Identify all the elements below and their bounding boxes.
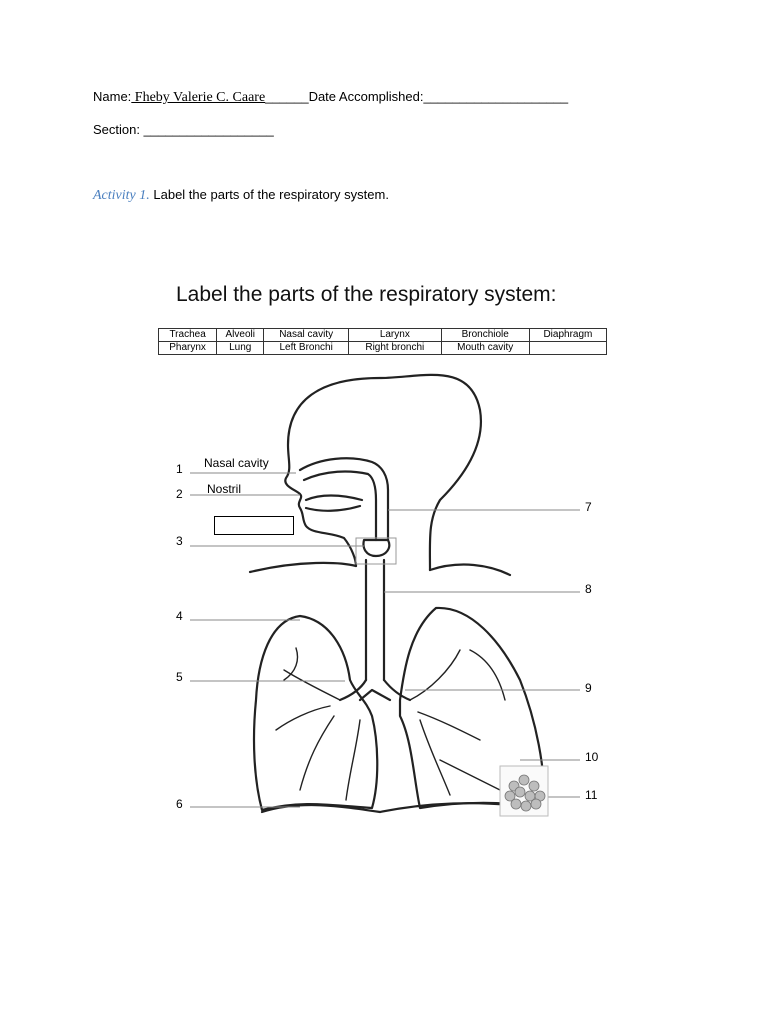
- label-number-5: 5: [176, 670, 183, 684]
- word-bank-cell: Lung: [216, 341, 265, 355]
- label-number-4: 4: [176, 609, 183, 623]
- label-number-7: 7: [585, 500, 592, 514]
- date-blank[interactable]: ____________________: [423, 89, 569, 104]
- label-number-1: 1: [176, 462, 183, 476]
- word-bank-cell: Mouth cavity: [440, 341, 530, 355]
- section-label: Section:: [93, 122, 140, 137]
- alveoli-cluster: [504, 774, 546, 812]
- activity-label: Activity 1.: [93, 188, 150, 203]
- name-blank: ______: [265, 89, 309, 104]
- nasal-passage: [298, 457, 390, 542]
- bronchioles: [275, 647, 361, 801]
- word-bank-cell: Left Bronchi: [263, 341, 350, 355]
- label-number-9: 9: [585, 681, 592, 695]
- lung-right: [398, 606, 546, 810]
- head-outline: [284, 373, 482, 572]
- larynx-inset-box: [355, 537, 397, 565]
- label-number-11: 11: [585, 788, 598, 802]
- word-bank-cell: Pharynx: [157, 341, 218, 355]
- shoulders-outline: [248, 561, 512, 577]
- label-number-2: 2: [176, 487, 183, 501]
- bronchi: [338, 678, 412, 702]
- date-label: Date Accomplished:: [308, 89, 424, 104]
- lung-left: [252, 614, 379, 812]
- larynx: [362, 538, 391, 558]
- answer-2[interactable]: Nostril: [207, 482, 242, 496]
- label-number-8: 8: [585, 582, 592, 596]
- trachea: [364, 558, 386, 682]
- answer-3-box[interactable]: [214, 516, 294, 535]
- label-number-3: 3: [176, 534, 183, 548]
- leader-lines: [190, 472, 580, 808]
- activity-line: Activity 1. Label the parts of the respi…: [93, 187, 389, 204]
- bronchioles: [409, 649, 506, 796]
- word-bank-row: Pharynx Lung Left Bronchi Right bronchi …: [157, 341, 608, 355]
- name-value[interactable]: Fheby Valerie C. Caare: [131, 90, 266, 105]
- label-number-10: 10: [585, 750, 599, 764]
- word-bank-cell: Right bronchi: [348, 341, 442, 355]
- name-line: Name: Fheby Valerie C. Caare______Date A…: [93, 89, 568, 106]
- worksheet-title: Label the parts of the respiratory syste…: [176, 283, 557, 306]
- label-number-6: 6: [176, 797, 183, 811]
- answer-1[interactable]: Nasal cavity: [204, 456, 269, 470]
- mouth-cavity: [304, 494, 364, 512]
- section-blank[interactable]: __________________: [143, 122, 274, 137]
- section-line: Section: __________________: [93, 122, 274, 137]
- name-label: Name:: [93, 89, 132, 104]
- activity-instruction: Label the parts of the respiratory syste…: [153, 187, 389, 202]
- word-bank-cell: [528, 341, 608, 355]
- word-bank-table: Trachea Alveoli Nasal cavity Larynx Bron…: [157, 328, 608, 355]
- diaphragm: [260, 802, 548, 814]
